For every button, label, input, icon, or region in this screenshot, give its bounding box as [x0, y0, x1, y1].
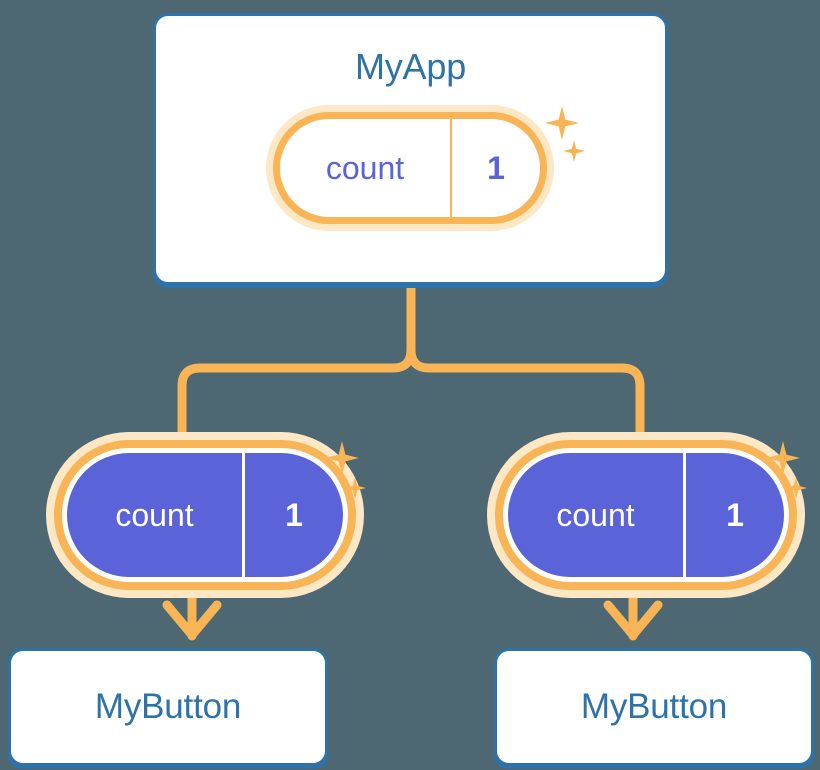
branch-connector	[177, 280, 416, 457]
state-pill-value-cell: 1	[686, 453, 784, 577]
state-pill-myapp-wrap: count 1	[273, 112, 547, 224]
state-pill-name-cell: count	[67, 453, 245, 577]
state-pill-right-wrap: count 1	[508, 453, 784, 577]
state-pill-myapp[interactable]: count 1	[273, 112, 547, 224]
branch-connector-right	[406, 280, 645, 457]
sparkle-icon	[344, 477, 366, 499]
sparkle-icon	[785, 477, 807, 499]
state-value-label: 1	[285, 496, 303, 533]
state-name-label: count	[115, 496, 194, 533]
state-name-label: count	[556, 496, 635, 533]
state-pill-name-cell: count	[508, 453, 686, 577]
component-card-mybutton-right[interactable]: MyButton	[494, 648, 814, 766]
state-pill-left[interactable]: count 1	[67, 453, 343, 577]
state-pill-left-wrap: count 1	[67, 453, 343, 577]
component-title-myapp: MyApp	[354, 46, 467, 87]
state-pill-value-cell: 1	[452, 119, 540, 217]
component-title-mybutton-right: MyButton	[580, 687, 728, 726]
state-pill-name-cell: count	[280, 119, 452, 217]
component-card-mybutton-left[interactable]: MyButton	[8, 648, 328, 766]
state-value-label: 1	[487, 149, 505, 186]
component-title-mybutton-left: MyButton	[94, 687, 242, 726]
state-pill-right[interactable]: count 1	[508, 453, 784, 577]
arrow-left-head-icon	[162, 600, 222, 640]
state-name-label: count	[325, 149, 405, 186]
component-card-myapp[interactable]: MyApp	[153, 13, 668, 285]
state-value-label: 1	[726, 496, 744, 533]
state-pill-value-cell: 1	[245, 453, 343, 577]
arrow-right-head-icon	[603, 600, 663, 640]
